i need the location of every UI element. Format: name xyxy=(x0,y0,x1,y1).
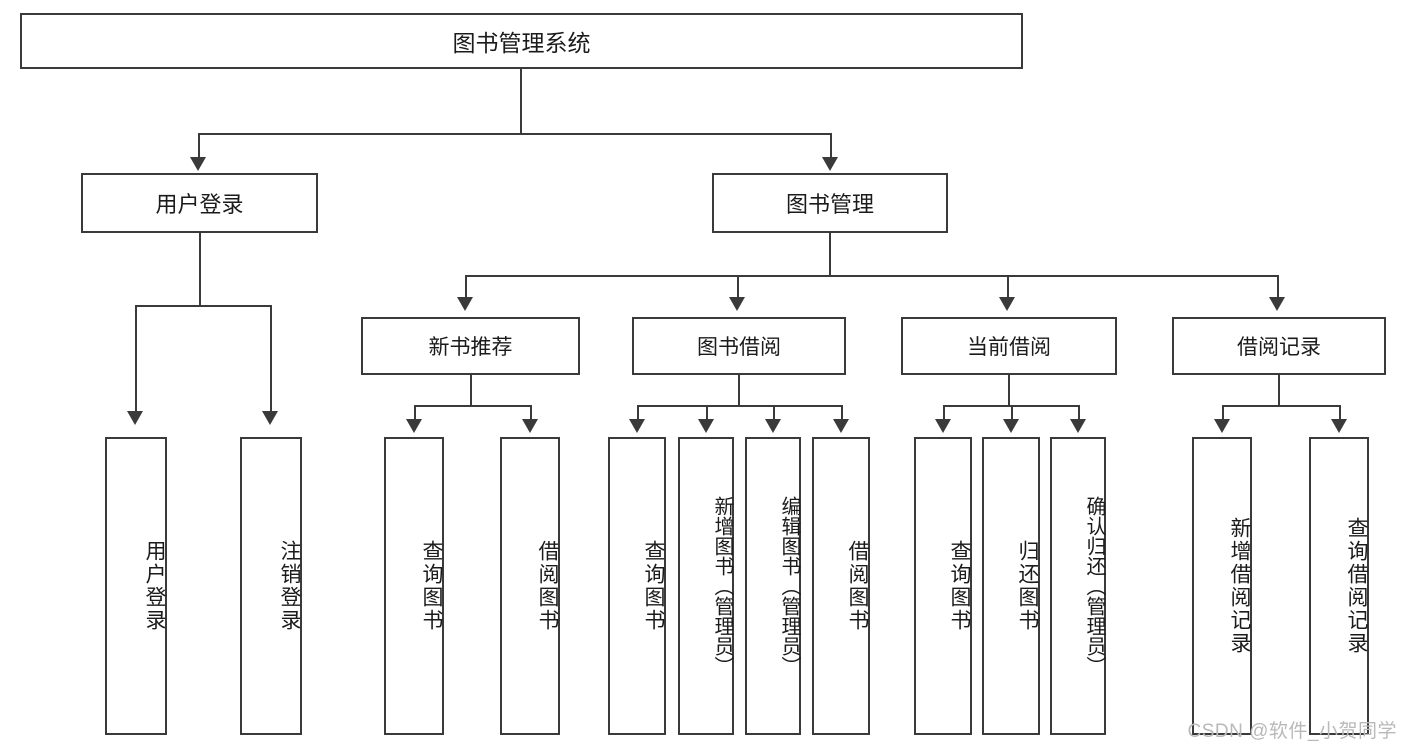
arrow-head-icon xyxy=(190,157,206,171)
connector-to-leaf-add-book xyxy=(706,405,708,421)
arrow-head-icon xyxy=(1003,419,1019,433)
arrow-head-icon xyxy=(1070,419,1086,433)
connector-to-leaf-confirm-return xyxy=(1078,405,1080,421)
connector-to-leaf-query-book-1 xyxy=(414,405,416,421)
connector-to-book-borrow xyxy=(737,275,739,299)
node-leaf-return-book[interactable]: 归还图书 xyxy=(982,437,1040,735)
connector-book-management-bus xyxy=(465,275,1279,277)
arrow-head-icon xyxy=(629,419,645,433)
arrow-head-icon xyxy=(698,419,714,433)
arrow-head-icon xyxy=(833,419,849,433)
arrow-head-icon xyxy=(522,419,538,433)
arrow-head-icon xyxy=(999,297,1015,311)
node-leaf-query-book-current[interactable]: 查询图书 xyxy=(914,437,972,735)
arrow-head-icon xyxy=(127,411,143,425)
node-leaf-add-book-admin[interactable]: 新增图书（管理员） xyxy=(678,437,734,735)
connector-to-leaf-borrow-book-1 xyxy=(530,405,532,421)
connector-to-leaf-return-book xyxy=(1011,405,1013,421)
connector-borrow-record-stem xyxy=(1278,375,1280,405)
connector-root-stem xyxy=(520,69,522,133)
arrow-head-icon xyxy=(1331,419,1347,433)
node-current-borrow[interactable]: 当前借阅 xyxy=(901,317,1117,375)
connector-user-login-bus xyxy=(135,305,272,307)
connector-to-leaf-query-book-3 xyxy=(943,405,945,421)
node-leaf-query-borrow-record[interactable]: 查询借阅记录 xyxy=(1309,437,1369,735)
watermark-text: CSDN @软件_小贺同学 xyxy=(1187,721,1397,742)
connector-user-login-stem xyxy=(199,233,201,305)
arrow-head-icon xyxy=(729,297,745,311)
connector-root-bus xyxy=(198,133,832,135)
arrow-head-icon xyxy=(822,157,838,171)
connector-to-leaf-query-book-2 xyxy=(637,405,639,421)
node-leaf-add-borrow-record[interactable]: 新增借阅记录 xyxy=(1192,437,1252,735)
connector-root-to-book-management xyxy=(830,133,832,159)
connector-to-borrow-record xyxy=(1277,275,1279,299)
arrow-head-icon xyxy=(765,419,781,433)
node-borrow-record[interactable]: 借阅记录 xyxy=(1172,317,1386,375)
connector-to-leaf-user-logout xyxy=(270,305,272,413)
node-leaf-query-book-recommend[interactable]: 查询图书 xyxy=(384,437,444,735)
connector-new-book-recommend-bus xyxy=(414,405,532,407)
connector-book-management-stem xyxy=(829,233,831,275)
node-leaf-query-book-borrow[interactable]: 查询图书 xyxy=(608,437,666,735)
arrow-head-icon xyxy=(262,411,278,425)
connector-to-leaf-add-record xyxy=(1222,405,1224,421)
node-new-book-recommend[interactable]: 新书推荐 xyxy=(361,317,580,375)
connector-to-new-book-recommend xyxy=(465,275,467,299)
node-book-management[interactable]: 图书管理 xyxy=(712,173,948,233)
node-leaf-confirm-return-admin[interactable]: 确认归还（管理员） xyxy=(1050,437,1106,735)
node-leaf-user-login[interactable]: 用户登录 xyxy=(105,437,167,735)
arrow-head-icon xyxy=(1214,419,1230,433)
node-leaf-edit-book-admin[interactable]: 编辑图书（管理员） xyxy=(745,437,801,735)
connector-new-book-recommend-stem xyxy=(470,375,472,405)
node-leaf-user-logout[interactable]: 注销登录 xyxy=(240,437,302,735)
arrow-head-icon xyxy=(406,419,422,433)
connector-root-to-user-login xyxy=(198,133,200,159)
node-book-borrow[interactable]: 图书借阅 xyxy=(632,317,846,375)
connector-to-leaf-query-record xyxy=(1339,405,1341,421)
node-user-login[interactable]: 用户登录 xyxy=(81,173,318,233)
connector-to-current-borrow xyxy=(1007,275,1009,299)
arrow-head-icon xyxy=(1269,297,1285,311)
node-leaf-borrow-book-borrow[interactable]: 借阅图书 xyxy=(812,437,870,735)
connector-book-borrow-stem xyxy=(738,375,740,405)
connector-to-leaf-edit-book xyxy=(773,405,775,421)
connector-book-borrow-bus xyxy=(637,405,843,407)
connector-borrow-record-bus xyxy=(1222,405,1341,407)
node-leaf-borrow-book-recommend[interactable]: 借阅图书 xyxy=(500,437,560,735)
arrow-head-icon xyxy=(457,297,473,311)
connector-to-leaf-borrow-book-2 xyxy=(841,405,843,421)
connector-to-leaf-user-login xyxy=(135,305,137,413)
arrow-head-icon xyxy=(935,419,951,433)
connector-current-borrow-stem xyxy=(1008,375,1010,405)
node-book-management-system[interactable]: 图书管理系统 xyxy=(20,13,1023,69)
